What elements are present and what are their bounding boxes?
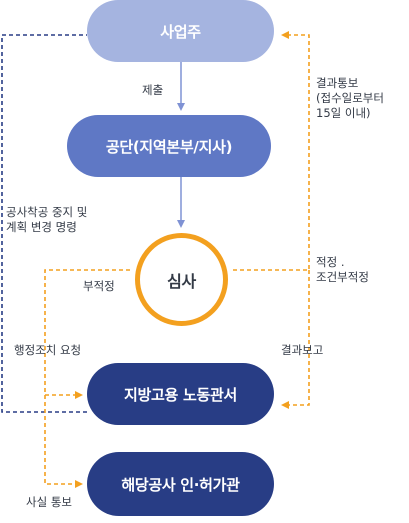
stop-order-label: 공사착공 중지 및 계획 변경 명령 (6, 205, 88, 234)
fact-notice-line (44, 395, 83, 488)
result-notice-label: 결과통보 (접수일로부터 15일 이내) (316, 76, 384, 120)
submit-label: 제출 (142, 83, 164, 97)
unfit-action-line (44, 269, 130, 399)
unfit-label: 부적정 (83, 279, 115, 293)
result-report-label: 결과보고 (281, 343, 324, 357)
fit-label: 적정 . 조건부적정 (316, 255, 369, 284)
action-request-label: 행정조치 요청 (14, 343, 82, 357)
fit-result-line (233, 31, 310, 271)
fact-notice-label: 사실 통보 (26, 495, 72, 509)
employer-node: 사업주 (87, 0, 274, 62)
labor-office-node: 지방고용 노동관서 (87, 363, 274, 425)
result-report-line (281, 270, 310, 409)
agency-node: 공단(지역본부/지사) (67, 115, 271, 177)
review-node: 심사 (135, 233, 228, 326)
permit-office-node: 해당공사 인·허가관 (87, 452, 274, 516)
